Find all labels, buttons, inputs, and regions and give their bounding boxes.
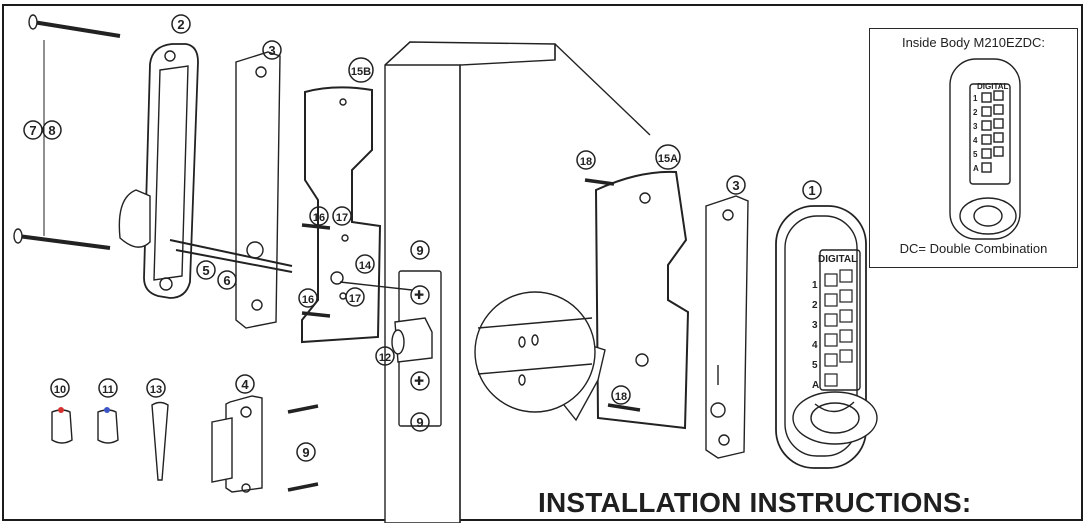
spindles (169, 239, 293, 273)
callout-9-bottom: 9 (416, 415, 423, 430)
callout-10: 10 (54, 384, 66, 396)
inset-key-2: 2 (973, 108, 978, 117)
callout-8: 8 (48, 123, 55, 138)
callout-11: 11 (102, 384, 114, 396)
keypad-key-2: 2 (812, 300, 818, 311)
callout-6: 6 (223, 273, 230, 288)
callout-2: 2 (177, 17, 184, 32)
inset-key-3: 3 (973, 122, 978, 131)
callout-labels: 2 3 3 1 4 5 6 7 8 9 9 9 10 11 12 13 14 1… (29, 17, 815, 460)
accessory-tags (51, 401, 169, 481)
mounting-plate-right (705, 195, 749, 459)
callout-17-bottom: 17 (349, 293, 361, 305)
callout-3-left: 3 (268, 43, 275, 58)
callout-7: 7 (29, 123, 36, 138)
callout-9-top: 9 (416, 243, 423, 258)
inset-drawing: DIGITAL 1 2 3 4 5 A (949, 58, 1021, 240)
strike-box (211, 395, 319, 493)
inset-title: Inside Body M210EZDC: (901, 35, 1046, 50)
callout-3-right: 3 (732, 178, 739, 193)
keypad-buttons (824, 269, 853, 387)
small-screws-16 (301, 223, 331, 318)
long-screws (13, 14, 121, 250)
callout-5: 5 (202, 263, 209, 278)
keypad-key-4: 4 (812, 340, 818, 351)
callout-15b: 15B (351, 66, 371, 78)
inset-caption: DC= Double Combination (899, 241, 1048, 256)
svg-text:✚: ✚ (414, 288, 424, 302)
keypad-key-3: 3 (812, 320, 818, 331)
spindle-14 (339, 281, 413, 291)
keypad-brand: DIGITAL (818, 254, 857, 265)
keypad-key-a: A (812, 380, 819, 391)
screws-18 (584, 178, 641, 412)
callout-9-strike: 9 (302, 445, 309, 460)
inside-body (118, 43, 199, 299)
inset-key-4: 4 (973, 136, 978, 145)
latch-bolt (391, 317, 433, 363)
mounting-plate-left (235, 51, 281, 329)
callout-17-top: 17 (336, 212, 348, 224)
inset-key-a: A (973, 164, 979, 173)
callout-16-top: 16 (313, 212, 325, 224)
blue-tag-dot (104, 407, 110, 413)
keypad-key-1: 1 (812, 280, 818, 291)
callout-18-bottom: 18 (615, 391, 627, 403)
callout-12: 12 (379, 352, 391, 364)
red-tag-dot (58, 407, 64, 413)
diagram-frame (2, 4, 1083, 521)
magnifier-detail (474, 291, 596, 413)
inset-keypad-brand: DIGITAL (977, 82, 1009, 91)
inset-key-5: 5 (973, 150, 978, 159)
installation-heading: INSTALLATION INSTRUCTIONS: (538, 487, 972, 518)
callout-16-bottom: 16 (302, 294, 314, 306)
inset-inside-body: Inside Body M210EZDC: DIGITAL 1 2 3 4 (869, 28, 1078, 268)
callout-1: 1 (808, 183, 815, 198)
callout-circles (23, 14, 822, 462)
callout-14: 14 (359, 260, 372, 272)
callout-18-top: 18 (580, 156, 592, 168)
callout-4: 4 (241, 377, 249, 392)
callout-13: 13 (150, 384, 162, 396)
svg-text:✚: ✚ (414, 374, 424, 388)
callout-15a: 15A (658, 153, 678, 165)
inset-key-1: 1 (973, 94, 978, 103)
outside-keypad: DIGITAL 1 2 3 4 5 A (812, 254, 857, 391)
keypad-key-5: 5 (812, 360, 818, 371)
